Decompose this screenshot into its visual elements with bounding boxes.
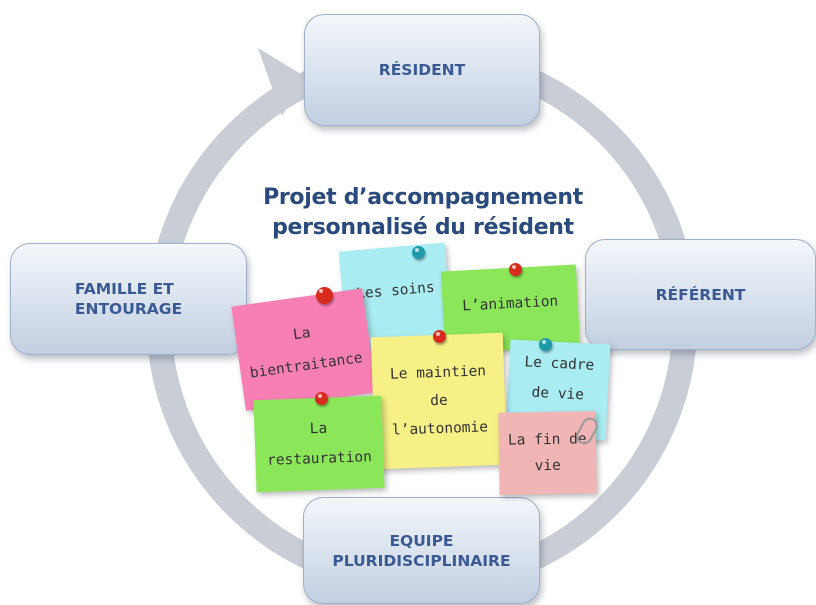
node-equipe-line1: EQUIPE: [389, 531, 454, 550]
note-bientraitance: La bientraitance: [231, 288, 377, 411]
center-title-line1: Projet d’accompagnement: [263, 185, 583, 210]
node-famille-line1: FAMILLE ET: [74, 280, 174, 298]
note-maintien-autonomie: Le maintien de l’autonomie: [370, 332, 508, 470]
note-maintien-line3: l’autonomie: [391, 419, 489, 439]
pushpin-icon: [433, 330, 446, 343]
node-equipe-label: EQUIPE PLURIDISCIPLINAIRE: [332, 531, 510, 571]
note-animation-text: L’animation: [461, 293, 559, 315]
cycle-arrowhead-icon: [258, 48, 304, 116]
pushpin-icon: [315, 392, 328, 405]
pushpin-icon: [412, 246, 425, 259]
note-cadre-line1: Le cadre: [524, 354, 595, 374]
note-restauration: La restauration: [253, 395, 385, 493]
note-bientraitance-line1: La: [292, 324, 312, 343]
note-fin-line1: La fin de: [507, 431, 587, 449]
note-restauration-line2: restauration: [266, 449, 373, 469]
node-famille: FAMILLE ET ENTOURAGE: [10, 243, 247, 355]
pushpin-icon: [509, 263, 522, 276]
note-cadre-line2: de vie: [531, 384, 585, 404]
note-bientraitance-line2: bientraitance: [248, 349, 364, 382]
node-referent: RÉFÉRENT: [585, 239, 816, 350]
node-famille-label: FAMILLE ET ENTOURAGE: [75, 279, 182, 319]
node-equipe: EQUIPE PLURIDISCIPLINAIRE: [303, 497, 540, 604]
center-title: Projet d’accompagnement personnalisé du …: [250, 183, 596, 243]
node-resident: RÉSIDENT: [304, 14, 540, 126]
pushpin-icon: [316, 287, 333, 304]
note-soins-text: Les soins: [355, 279, 436, 303]
note-restauration-line1: La: [309, 420, 328, 438]
node-resident-label: RÉSIDENT: [378, 61, 466, 79]
node-equipe-line2: PLURIDISCIPLINAIRE: [332, 551, 511, 570]
node-famille-line2: ENTOURAGE: [74, 300, 183, 318]
note-maintien-line2: de: [429, 392, 449, 410]
center-title-line2: personnalisé du résident: [272, 215, 574, 240]
node-referent-label: RÉFÉRENT: [655, 285, 746, 304]
note-maintien-line1: Le maintien: [389, 363, 487, 383]
note-fin-line2: vie: [534, 457, 561, 475]
pushpin-icon: [539, 338, 552, 351]
